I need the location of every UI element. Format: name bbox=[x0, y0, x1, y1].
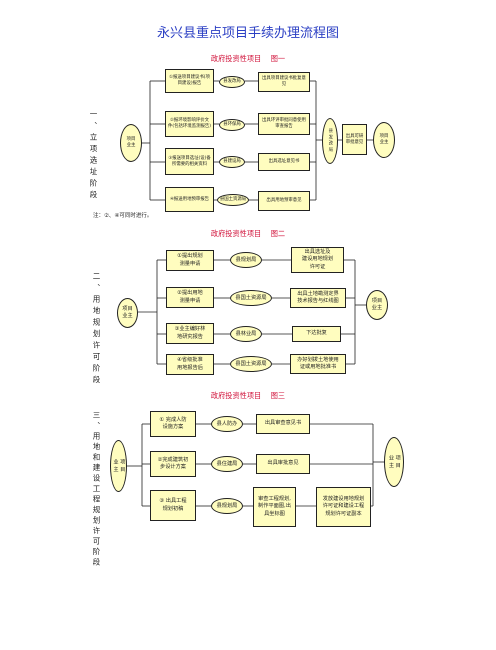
fig1-step-4: ④报送用地预审报告 bbox=[165, 187, 214, 212]
fig2-dept-2: 县国土资源局 bbox=[230, 290, 272, 306]
fig1-owner-right: 项目 业主 bbox=[373, 122, 395, 158]
fig2-result-1: 出具选址及 建设用地规划 许可证 bbox=[291, 247, 344, 273]
fig3-dept-2: 县住建局 bbox=[211, 456, 243, 472]
fig3-title: 政府投资性项目 图三 bbox=[210, 391, 286, 400]
fig1-dept-final: 县发改局 bbox=[322, 118, 338, 164]
fig3-result-2: 出具审批意见 bbox=[256, 454, 310, 474]
fig1-note: 注：②、④可同时进行。 bbox=[93, 213, 153, 219]
fig3-owner-right-label: 项目 业主 bbox=[388, 454, 401, 470]
fig1-dept-2: 县环保局 bbox=[219, 119, 245, 131]
fig1-result-2: 出具环评审批同意使用审查报告 bbox=[258, 113, 310, 135]
fig2-result-4: 办好划拨土地使用 证或用地批准书 bbox=[290, 354, 346, 374]
fig2-owner-left: 项目 业主 bbox=[117, 298, 138, 328]
fig1-result-3: 出具选址意见书 bbox=[258, 153, 310, 171]
fig2-title: 政府投资性项目 图二 bbox=[210, 229, 286, 238]
page-title: 永兴县重点项目手续办理流程图 bbox=[156, 26, 339, 41]
fig3-dept-1: 县人防办 bbox=[211, 416, 243, 432]
fig3-step-3: ③ 出具工程 规划初稿 bbox=[150, 490, 196, 521]
fig2-step-1: ①提出规划 测量申请 bbox=[166, 250, 214, 271]
fig1-result-final: 出具可研审批意见 bbox=[342, 124, 367, 155]
fig3-result-3: 审查工程规划, 制作平面图,出 具坐标图 bbox=[253, 487, 296, 527]
fig3-stage-label: 三、用地和建设工程规划许可阶段 bbox=[92, 411, 101, 569]
fig1-owner-left: 项目 业主 bbox=[120, 124, 142, 162]
fig2-dept-4: 县国土资源局 bbox=[230, 356, 272, 372]
fig1-dept-4: 县国土资源局 bbox=[217, 194, 249, 206]
fig1-dept-3: 县建设局 bbox=[219, 156, 245, 168]
fig2-result-2: 出具土地勘测定界 技术报告与红线图 bbox=[290, 288, 346, 308]
fig1-stage-label: 一、立项选址阶段 bbox=[89, 110, 98, 202]
fig2-result-3: 下达批复 bbox=[292, 326, 341, 342]
fig3-owner-left-label: 项目 业主 bbox=[112, 458, 126, 474]
fig2-owner-right: 项目 业主 bbox=[366, 290, 388, 320]
fig3-owner-right: 项目 业主 bbox=[384, 437, 404, 487]
fig2-stage-label: 二、用地规划许可阶段 bbox=[92, 272, 101, 387]
fig1-dept-1: 县发改局 bbox=[219, 76, 245, 88]
fig3-owner-left: 项目 业主 bbox=[110, 440, 127, 492]
fig1-result-4: 出具用地预审意见 bbox=[258, 191, 310, 211]
fig2-step-4: ④省级批准 用地报告后 bbox=[166, 354, 214, 375]
fig1-step-3: ③报送项目选址(设)备所需要的相关资料 bbox=[165, 148, 214, 175]
fig1-dept-final-label: 县发改局 bbox=[327, 128, 333, 154]
fig1-title: 政府投资性项目 图一 bbox=[210, 54, 286, 63]
fig3-step-2: ②完成建筑初 步设计方案 bbox=[150, 451, 196, 477]
fig2-step-2: ②提出用地 测量申请 bbox=[166, 287, 214, 308]
fig2-dept-1: 县规划局 bbox=[230, 252, 262, 268]
fig3-dept-3: 县规划局 bbox=[211, 498, 243, 514]
fig2-step-3: ③业主编好林 地研究报告 bbox=[166, 323, 214, 344]
fig3-result-1: 出具审查意见书 bbox=[256, 414, 310, 434]
fig3-step-1: ① 完成人防 设施方案 bbox=[150, 411, 196, 437]
fig2-dept-3: 县林业局 bbox=[230, 326, 262, 342]
fig1-step-1: ①报送项目建议书(项目建设)报告 bbox=[165, 69, 214, 93]
fig1-result-1: 出具项目建议书批复意见 bbox=[258, 72, 310, 92]
fig1-step-2: ②报环境影响评价文件(包括环境监测报告) bbox=[165, 111, 214, 137]
fig3-final-result: 发放建设用地规划 许可证和建设工程 规划许可证副本 bbox=[316, 487, 371, 527]
